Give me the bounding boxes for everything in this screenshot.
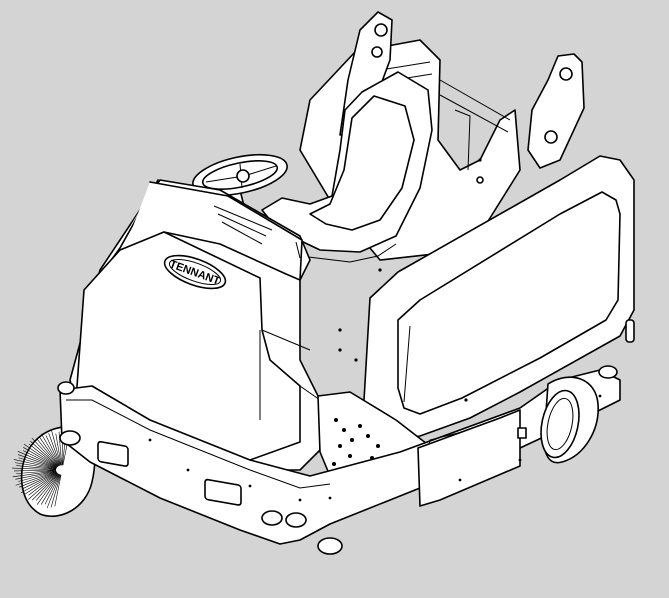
rivets <box>338 158 482 402</box>
rollbar-right <box>527 53 585 169</box>
seat-icon <box>261 71 433 263</box>
wheel-icon <box>540 376 599 464</box>
front-cowl <box>69 179 321 471</box>
side-panel <box>363 155 635 441</box>
front-caster <box>59 430 343 555</box>
base-frame <box>57 365 621 545</box>
